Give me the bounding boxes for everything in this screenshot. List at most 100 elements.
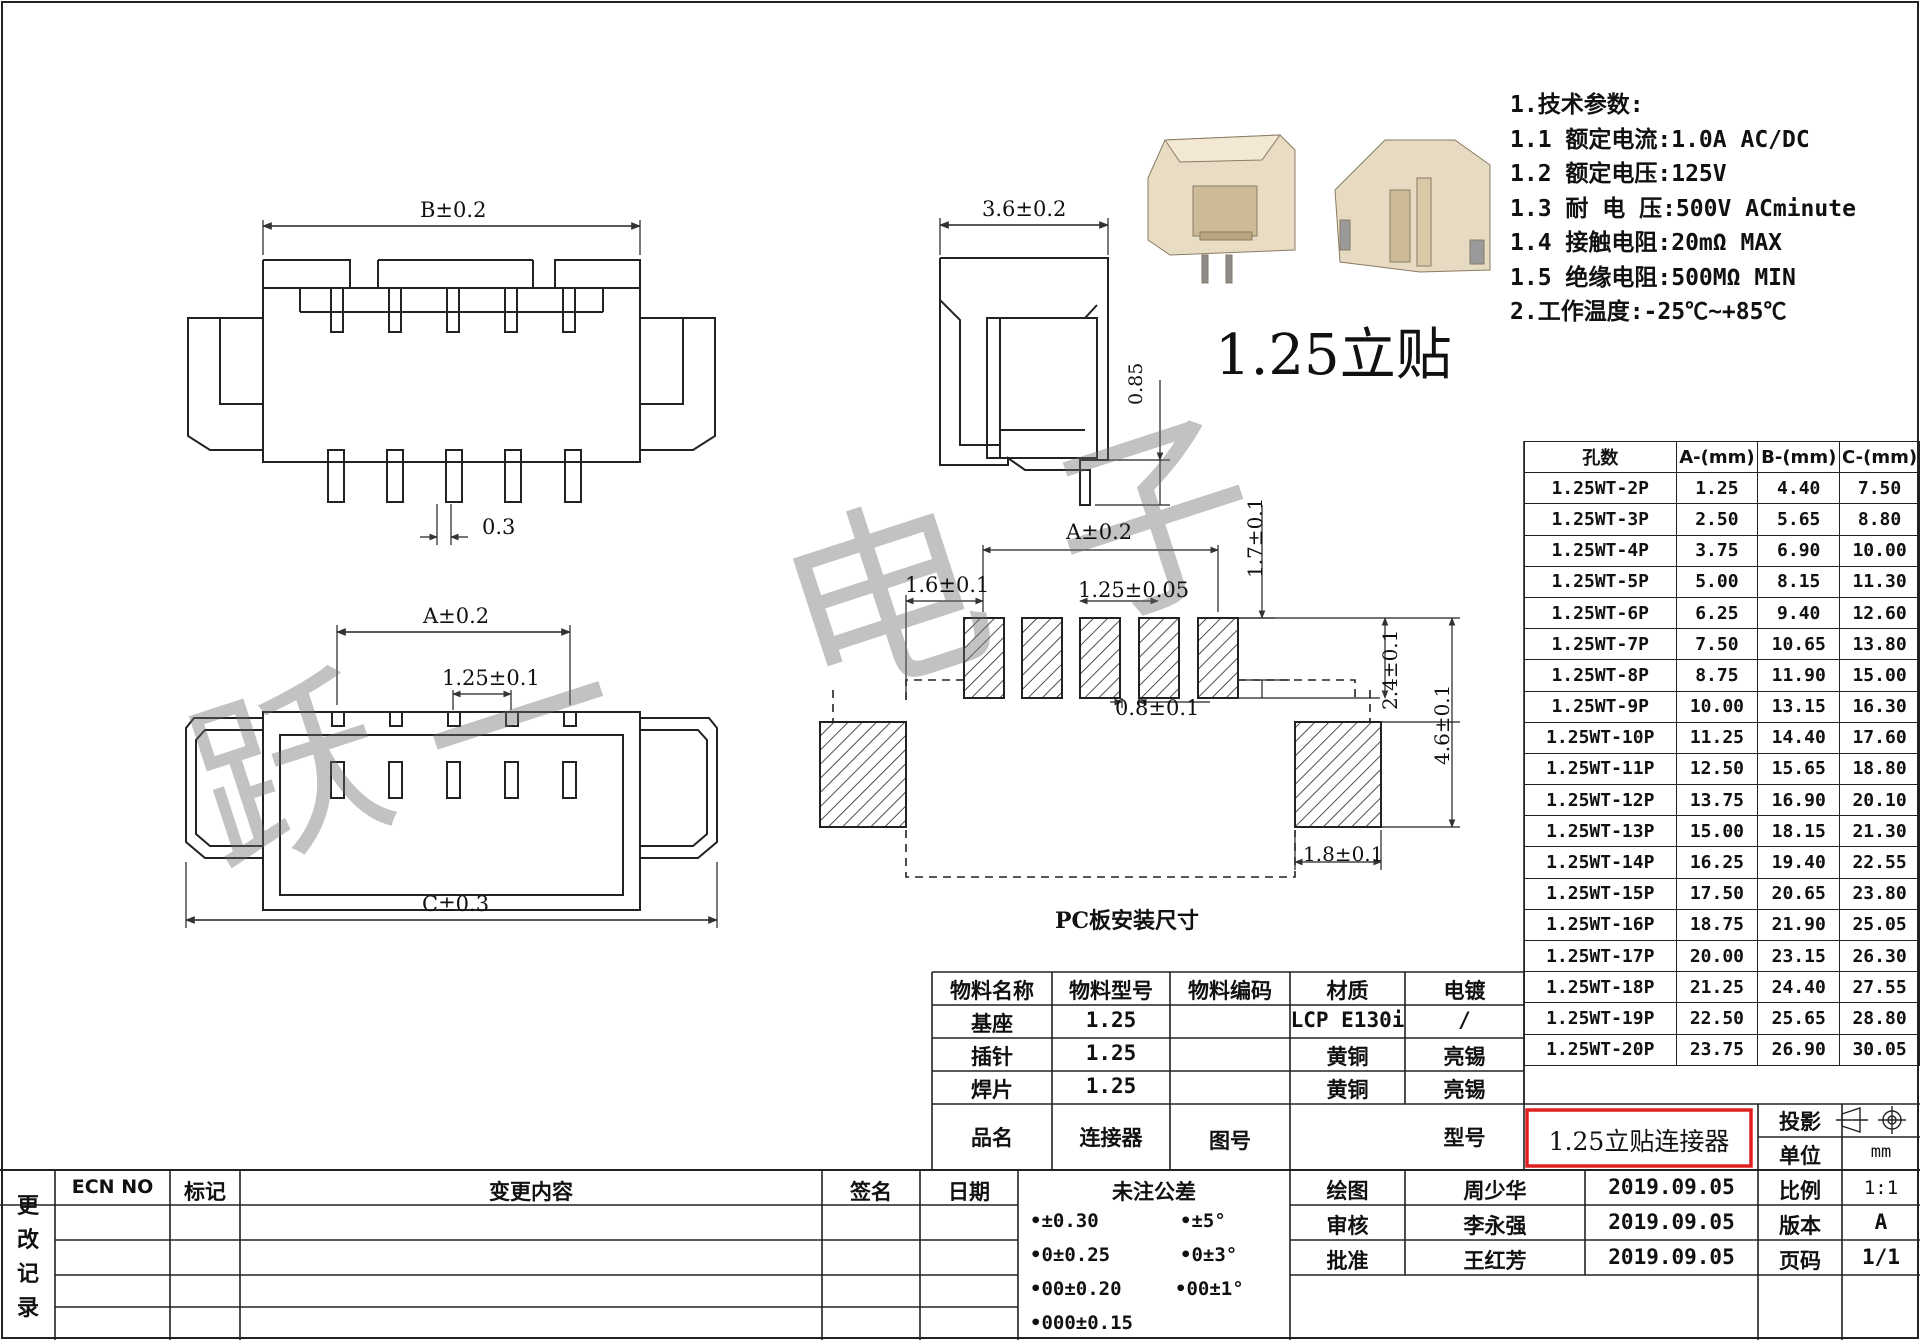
pin-table-cell: 3.75 — [1675, 534, 1759, 567]
specs-heading: 1.技术参数: — [1510, 92, 1644, 118]
change-log-header: ECN NO — [71, 1176, 154, 1198]
bom-cell: 黄铜 — [1326, 1045, 1369, 1069]
check-by: 李永强 — [1463, 1214, 1527, 1238]
pin-table-cell: 4.40 — [1757, 472, 1841, 505]
pin-table-cell: 15.65 — [1757, 752, 1841, 786]
pin-table-cell: 1.25WT-4P — [1524, 534, 1677, 567]
pin-table-cell: 25.05 — [1839, 908, 1920, 942]
pin-table-cell: 1.25WT-3P — [1524, 503, 1677, 536]
product-photo — [1147, 134, 1491, 284]
change-log-header: 签名 — [850, 1180, 892, 1204]
dim-side-width: 3.6±0.2 — [982, 197, 1067, 221]
unit-value: mm — [1870, 1142, 1892, 1162]
pin-table-cell: 23.15 — [1757, 939, 1841, 973]
dim-pitch-bottom: 1.25±0.1 — [442, 666, 540, 690]
dim-b: B±0.2 — [420, 198, 487, 222]
dim-pcb-08: 0.8±0.1 — [1115, 696, 1200, 720]
pin-table-cell: 1.25WT-13P — [1524, 815, 1677, 848]
change-log-table — [0, 1170, 1018, 1340]
pin-table-cell: 15.00 — [1675, 815, 1759, 848]
bom-cell: 1.25 — [1085, 1074, 1137, 1098]
pin-table-cell: 9.40 — [1757, 596, 1841, 630]
spec-line: 1.1 额定电流:1.0A AC/DC — [1510, 126, 1810, 153]
pin-table-cell: 24.40 — [1757, 971, 1841, 1004]
bom-cell: 插针 — [971, 1045, 1013, 1069]
pin-table-cell: 18.15 — [1757, 815, 1841, 848]
check-date: 2019.09.05 — [1608, 1210, 1735, 1234]
drawn-date: 2019.09.05 — [1608, 1175, 1735, 1199]
dim-pcb-17: 1.7±0.1 — [1243, 497, 1267, 578]
model-label: 型号 — [1443, 1126, 1486, 1150]
tolerance-item: •000±0.15 — [1030, 1312, 1133, 1334]
pin-table-cell: 19.40 — [1757, 846, 1841, 879]
pin-table-cell: 12.60 — [1839, 596, 1920, 630]
pin-table-cell: 1.25WT-18P — [1524, 971, 1677, 1004]
drawing-no-label: 图号 — [1209, 1129, 1251, 1153]
bom-header: 电镀 — [1443, 979, 1486, 1003]
pin-table-cell: 1.25WT-20P — [1524, 1033, 1677, 1066]
pin-table-cell: 16.30 — [1839, 690, 1920, 723]
pin-table-cell: 11.30 — [1839, 565, 1920, 598]
pin-table-cell: 5.65 — [1757, 503, 1841, 536]
pin-table-cell: 12.50 — [1675, 752, 1759, 786]
bom-header: 物料编码 — [1188, 979, 1272, 1003]
pin-table-cell: 11.25 — [1675, 721, 1759, 754]
spec-line: 1.2 额定电压:125V — [1510, 161, 1727, 187]
pin-table-cell: 21.90 — [1757, 908, 1841, 942]
pin-table-cell: 21.30 — [1839, 815, 1920, 848]
projection-label: 投影 — [1779, 1110, 1821, 1134]
pin-table-cell: 1.25 — [1675, 472, 1759, 505]
dim-pcb-16: 1.6±0.1 — [905, 573, 990, 597]
version-value: A — [1874, 1210, 1888, 1234]
change-log-header: 日期 — [948, 1180, 990, 1204]
change-log-header: 标记 — [184, 1180, 226, 1204]
side-char: 录 — [16, 1296, 39, 1321]
drawn-by: 周少华 — [1463, 1179, 1527, 1203]
tolerance-item: •00±1° — [1175, 1278, 1244, 1300]
approve-by: 王红芳 — [1463, 1249, 1527, 1273]
approve-label: 批准 — [1326, 1249, 1369, 1273]
pin-table-cell: 10.65 — [1757, 628, 1841, 661]
scale-value: 1:1 — [1863, 1177, 1899, 1199]
pin-table-cell: 6.90 — [1757, 534, 1841, 567]
pin-table-cell: 18.80 — [1839, 752, 1920, 786]
spec-line: 1.4 接触电阻:20mΩ MAX — [1510, 230, 1783, 256]
dim-pcb-18: 1.8±0.1 — [1303, 842, 1384, 866]
spec-line: 1.5 绝缘电阻:500MΩ MIN — [1510, 264, 1796, 291]
pin-table-header: A-(mm) — [1675, 440, 1759, 474]
scale-label: 比例 — [1779, 1179, 1821, 1203]
pin-table-cell: 11.90 — [1757, 659, 1841, 692]
pin-table-cell: 10.00 — [1675, 690, 1759, 723]
pin-table-cell: 23.80 — [1839, 877, 1920, 910]
pin-table-cell: 1.25WT-5P — [1524, 565, 1677, 598]
pcb-footprint — [819, 505, 1460, 878]
bom-cell: 黄铜 — [1326, 1078, 1369, 1102]
dim-pcb-pitch: 1.25±0.05 — [1078, 578, 1190, 602]
pin-table-cell: 1.25WT-10P — [1524, 721, 1677, 754]
bom-header: 材质 — [1326, 979, 1369, 1003]
tolerance-item: •00±0.20 — [1030, 1278, 1122, 1300]
pin-table-cell: 1.25WT-16P — [1524, 908, 1677, 942]
pin-table-cell: 22.55 — [1839, 846, 1920, 879]
pin-table-cell: 20.00 — [1675, 939, 1759, 973]
pin-table-cell: 5.00 — [1675, 565, 1759, 598]
bom-cell: 亮锡 — [1443, 1045, 1486, 1069]
unit-label: 单位 — [1779, 1144, 1821, 1168]
pin-table-cell: 20.65 — [1757, 877, 1841, 910]
version-label: 版本 — [1779, 1214, 1821, 1238]
tolerance-title: 未注公差 — [1112, 1180, 1196, 1204]
pin-table-cell: 8.15 — [1757, 565, 1841, 598]
pin-table-cell: 26.30 — [1839, 939, 1920, 973]
model-value: 1.25立贴连接器 — [1548, 1127, 1730, 1156]
spec-line: 2.工作温度:-25℃~+85℃ — [1510, 299, 1787, 325]
bom-cell: 焊片 — [971, 1078, 1013, 1102]
